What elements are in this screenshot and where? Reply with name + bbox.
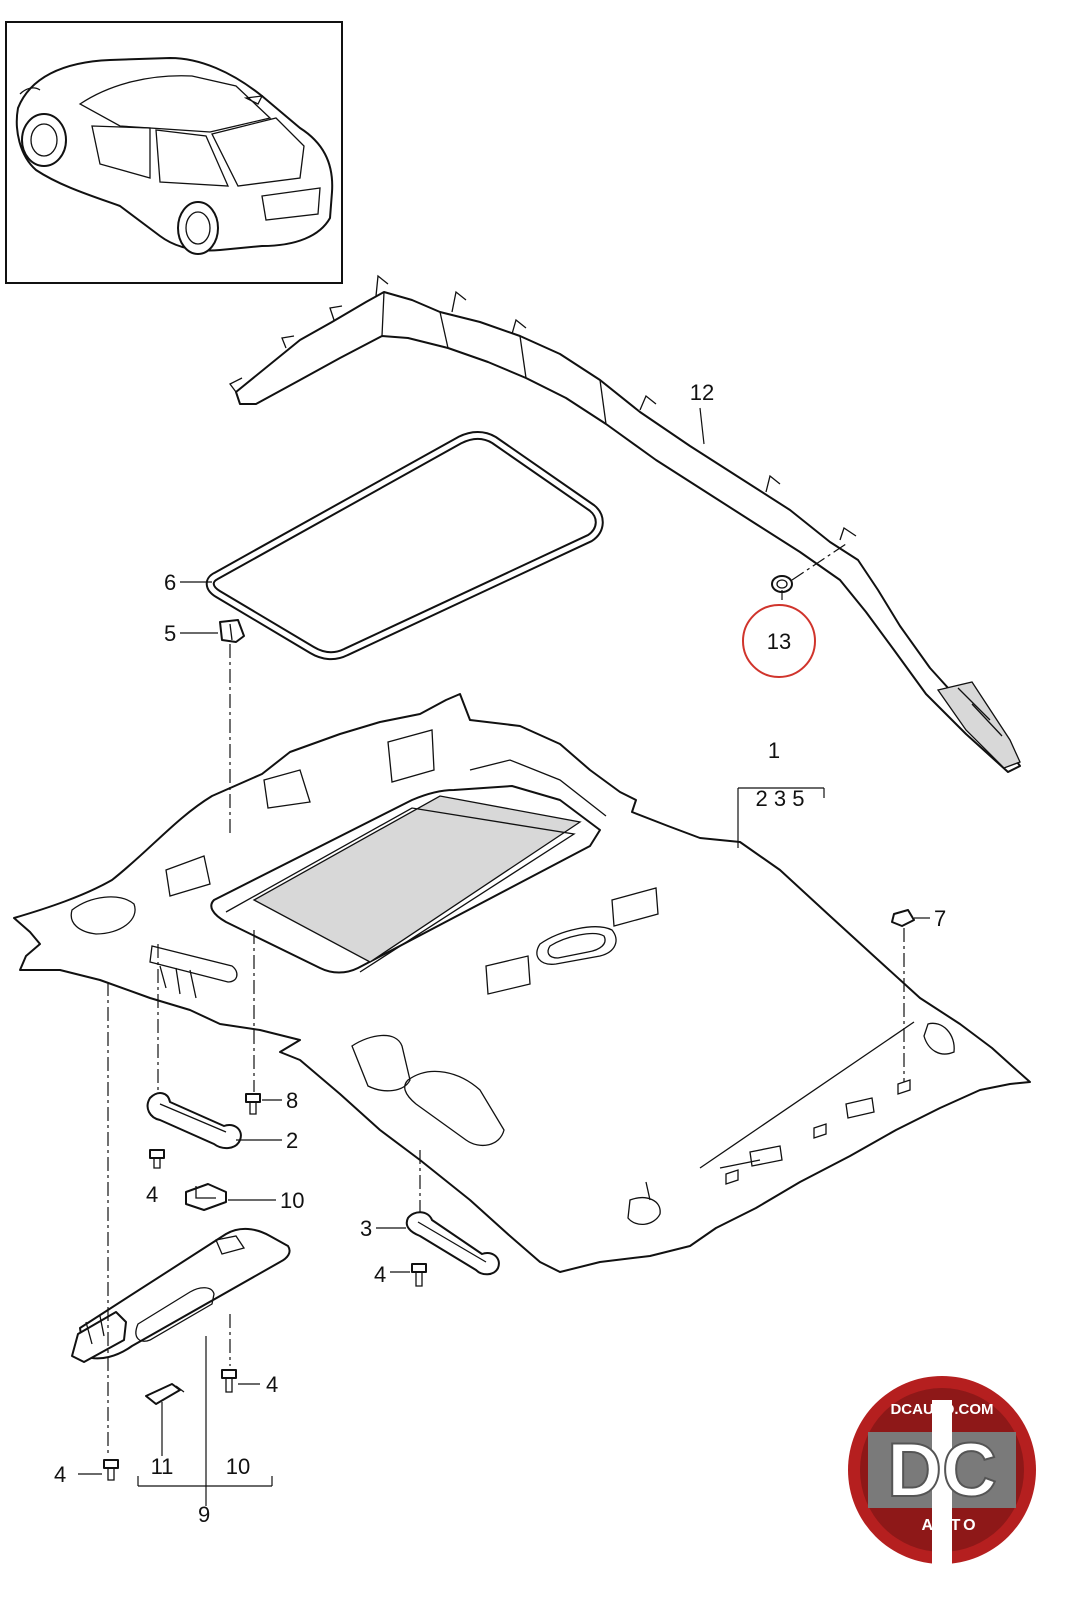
logo-mark: DC <box>887 1428 997 1513</box>
headliner-panel <box>13 693 1031 1273</box>
callout-9-sub-10: 10 <box>226 1454 250 1479</box>
logo-top-text: DCAUTO.COM <box>890 1401 993 1418</box>
car-inset <box>5 21 343 284</box>
callout-4-a: 4 <box>146 1182 158 1207</box>
side-curtain-airbag-rail <box>229 274 1021 773</box>
dcauto-logo: DCAUTO.COM DC AUTO <box>848 1376 1036 1564</box>
callout-8: 8 <box>286 1088 298 1113</box>
callout-4-c: 4 <box>266 1372 278 1397</box>
screw-8 <box>245 1093 261 1115</box>
callout-9: 9 <box>198 1502 210 1527</box>
callout-10: 10 <box>280 1188 304 1213</box>
sun-visor-9 <box>71 1228 291 1363</box>
callout-3: 3 <box>360 1216 372 1241</box>
assembly-lines <box>107 543 905 1456</box>
highlight-circle-13 <box>742 604 816 678</box>
callout-2: 2 <box>286 1128 298 1153</box>
callout-1-sub: 2 3 5 <box>756 786 805 811</box>
callout-labels: 1 2 3 5 2 3 4 4 4 4 5 6 7 8 9 11 10 10 1… <box>54 380 946 1527</box>
screw-4-b <box>411 1263 427 1287</box>
clip-10 <box>185 1183 227 1211</box>
screw-4-c <box>221 1369 237 1393</box>
grab-handle-3 <box>405 1211 500 1276</box>
callout-12: 12 <box>690 380 714 405</box>
sunroof-seal <box>205 431 604 661</box>
callout-1: 1 <box>768 738 780 763</box>
grab-handle-2 <box>146 1092 242 1150</box>
logo-bottom-text: AUTO <box>921 1517 978 1534</box>
leader-lines <box>78 407 930 1506</box>
screw-4-d <box>103 1459 119 1481</box>
callout-6: 6 <box>164 570 176 595</box>
fastener-13 <box>771 575 793 593</box>
callout-7: 7 <box>934 906 946 931</box>
car-illustration <box>15 57 334 255</box>
callout-4-b: 4 <box>374 1262 386 1287</box>
pin-11 <box>145 1383 185 1405</box>
callout-13: 13 <box>767 629 791 654</box>
clip-5 <box>219 619 245 643</box>
screw-4-a <box>149 1149 165 1169</box>
clip-7 <box>891 909 915 927</box>
callout-4-d: 4 <box>54 1462 66 1487</box>
callout-9-sub-11: 11 <box>151 1454 174 1479</box>
callout-5: 5 <box>164 621 176 646</box>
